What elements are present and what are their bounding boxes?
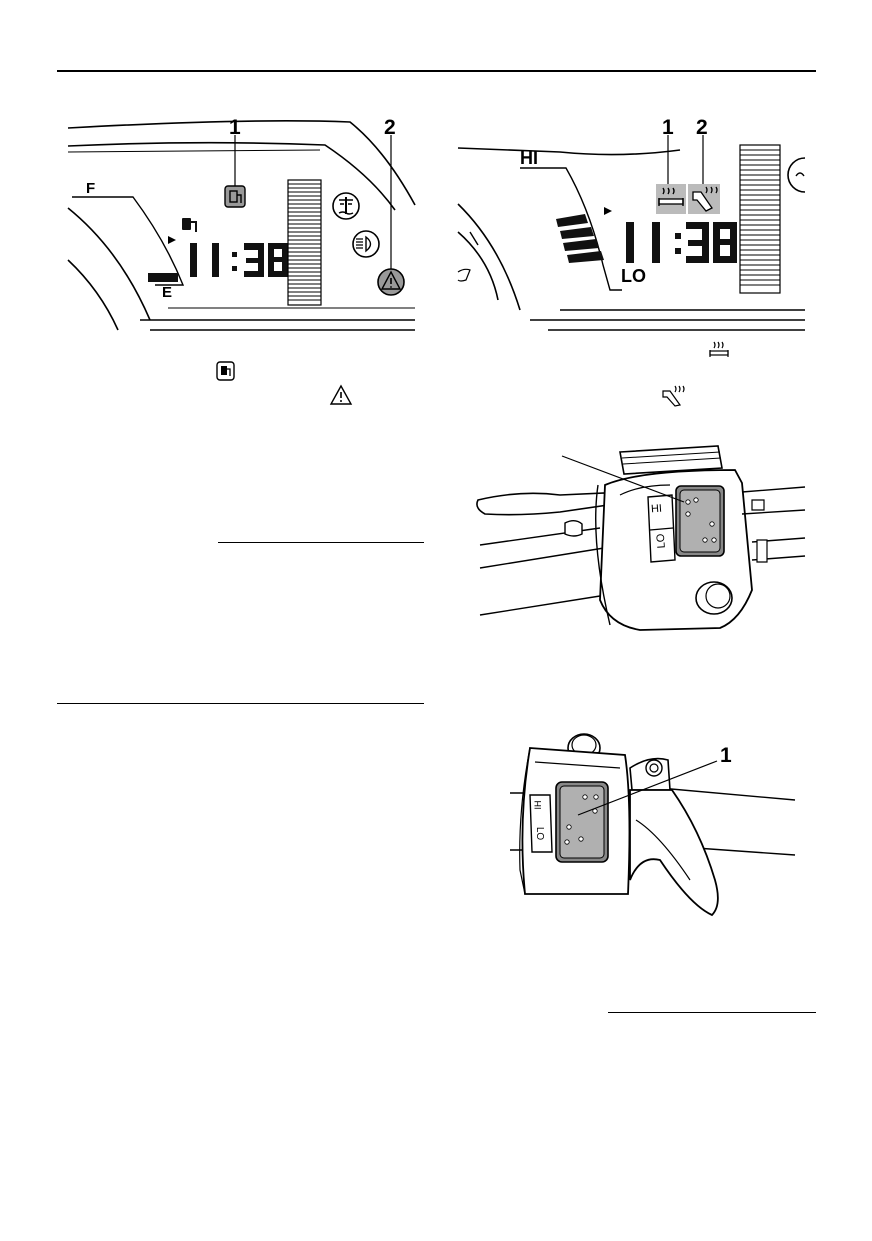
grip-warmer-icon [709,341,729,357]
gauge-full-label: F [86,180,96,197]
heater-clock-digits [626,222,737,263]
headlight-icon [352,230,380,258]
thumb-warmer-icon [688,184,720,214]
left-section-rule-long [57,703,424,704]
grip-warmer-icon [656,184,686,214]
warning-triangle-icon [329,384,353,405]
fuel-pump-icon [216,361,235,381]
thumb-warmer-icon [662,385,685,407]
fuel-clock-digits [190,243,288,277]
right-section-rule [608,1012,816,1013]
heater-callout-1: 1 [662,116,674,139]
coolant-temperature-icon [332,192,360,220]
gauge-empty-label: E [162,284,173,301]
right-switch-label-lo: LO [534,826,546,841]
fuel-bar-graph [287,179,322,306]
heater-level-low: LO [621,266,646,286]
heater-level-high: HI [520,148,538,168]
heater-bar-graph [739,144,781,294]
right-switch-label-hi: HI [532,800,543,810]
fuel-callout-2: 2 [384,116,396,139]
fuel-callout-1: 1 [229,116,241,139]
header-rule [57,70,816,72]
left-section-rule-short [218,542,424,543]
heater-callout-2: 2 [696,116,708,139]
right-switch-callout-1: 1 [720,744,732,767]
